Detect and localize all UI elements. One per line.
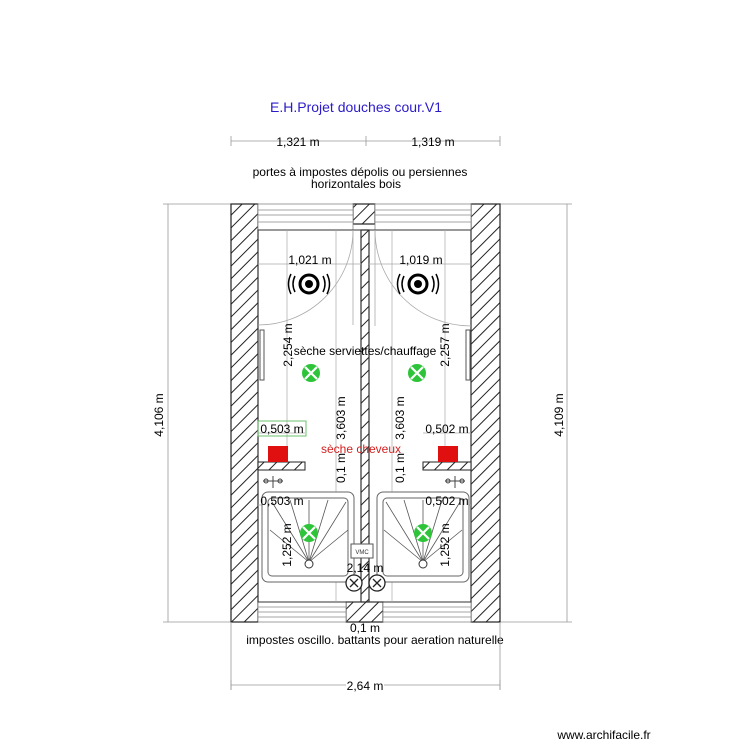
dimension-right-upper-height: 2,257 m xyxy=(438,323,452,366)
fan-icon xyxy=(300,524,318,542)
dimension-left-room-width: 1,021 m xyxy=(288,253,331,267)
note-bottom: impostes oscillo. battants pour aeration… xyxy=(246,633,504,647)
dimension-center-wall: 0,1 m xyxy=(350,621,380,635)
highlight-box xyxy=(257,420,307,437)
towel-rails xyxy=(259,329,471,381)
wall-right xyxy=(470,203,501,623)
speaker-icon xyxy=(396,273,440,295)
dimension-left-shower-height: 1,252 m xyxy=(280,523,294,566)
dimension-right-height: 4,109 m xyxy=(552,393,566,436)
vmc-label: VMC xyxy=(355,550,369,556)
top-openings xyxy=(257,203,472,231)
dimension-left-partition-thickness: 0,1 m xyxy=(334,453,348,483)
tap-icon xyxy=(263,476,283,488)
page-title: E.H.Projet douches cour.V1 xyxy=(270,99,442,115)
door-swings xyxy=(257,229,472,327)
dimension-top-right: 1,319 m xyxy=(411,135,454,149)
walls xyxy=(230,203,501,623)
fan-icon xyxy=(302,364,320,382)
wall-left xyxy=(230,203,259,623)
fan-icon xyxy=(414,524,432,542)
drain-icon xyxy=(418,559,428,569)
dimension-left-room-height: 3,603 m xyxy=(334,396,348,439)
note-top-line1: portes à impostes dépolis ou persiennes xyxy=(253,165,468,179)
vmc-box xyxy=(350,543,374,559)
watermark: www.archifacile.fr xyxy=(556,728,650,742)
drain-icon xyxy=(304,559,314,569)
dimension-top-left: 1,321 m xyxy=(276,135,319,149)
dimension-right-shower-width: 0,502 m xyxy=(425,494,468,508)
bottom-openings xyxy=(257,601,472,623)
dimension-left-upper-height: 2,254 m xyxy=(281,323,295,366)
vent-icon xyxy=(368,574,386,592)
heater-icon xyxy=(268,446,288,462)
top-dimension-lines xyxy=(230,136,501,146)
side-dimension-lines xyxy=(163,203,572,623)
speaker-icon xyxy=(287,273,331,295)
dimension-left-height: 4,106 m xyxy=(152,393,166,436)
tap-icon xyxy=(445,476,465,488)
vent-icon xyxy=(345,574,363,592)
note-top-line2: horizontales bois xyxy=(311,177,401,191)
dimension-right-partition-width: 0,502 m xyxy=(425,422,468,436)
wall-bottom-center xyxy=(345,601,384,623)
dimension-right-partition-thickness: 0,1 m xyxy=(393,453,407,483)
dimension-right-room-width: 1,019 m xyxy=(399,253,442,267)
note-towel-dryer: sèche serviettes/chauffage xyxy=(294,344,437,358)
dimension-left-partition-width: 0,503 m xyxy=(260,422,303,436)
dimension-bottom-width: 2,64 m xyxy=(347,679,384,693)
room-outlines xyxy=(257,229,472,603)
dimension-right-room-height: 3,603 m xyxy=(393,396,407,439)
note-hair-dryer: sèche cheveux xyxy=(321,442,401,456)
wall-top-left-post xyxy=(352,203,376,225)
dimension-center-small: 2,14 m xyxy=(347,561,384,575)
fan-icon xyxy=(408,364,426,382)
dimension-right-shower-height: 1,252 m xyxy=(438,523,452,566)
dimension-left-shower-width: 0,503 m xyxy=(260,494,303,508)
heater-icon xyxy=(438,446,458,462)
